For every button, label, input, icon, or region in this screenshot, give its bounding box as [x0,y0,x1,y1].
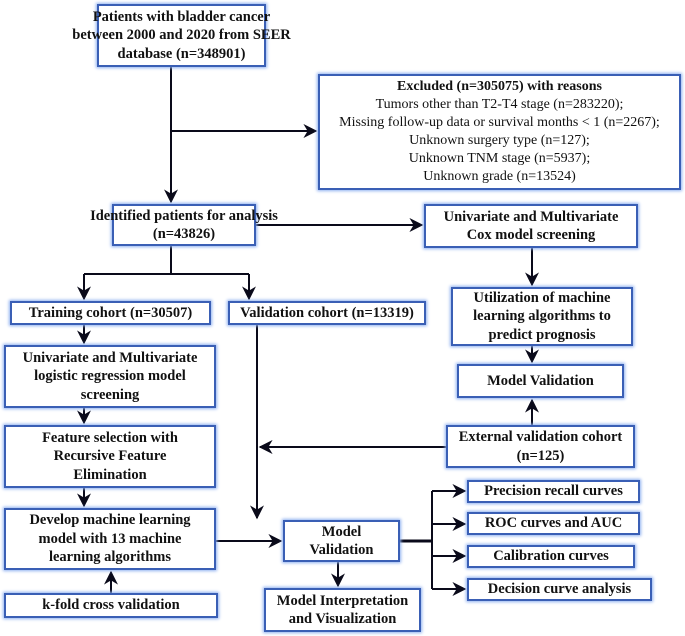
decision-curve-box: Decision curve analysis [467,578,652,601]
validation-line-1: Validation cohort (n=13319) [240,304,414,321]
utilization-line-2: learning algorithms to [473,308,611,325]
identified-line-1: Identified patients for analysis [90,207,278,224]
cox-line-2: Cox model screening [466,227,596,243]
kfold-line-1: k-fold cross validation [42,597,180,614]
feature-line-3: Elimination [73,466,147,483]
interpretation-line-2: and Visualization [288,611,397,627]
roc-auc-box: ROC curves and AUC [467,512,640,535]
calibration-box: Calibration curves [467,545,635,568]
utilization-line-1: Utilization of machine [473,289,611,306]
develop-ml-box: Develop machine learning model with 13 m… [4,508,216,570]
identified-patients-box: Identified patients for analysis (n=4382… [90,204,278,246]
validation-cohort-box: Validation cohort (n=13319) [228,301,426,325]
develop-line-2: model with 13 machine [38,530,182,547]
external-validation-box: External validation cohort (n=125) [446,425,635,468]
feature-line-2: Recursive Feature [53,448,167,465]
model-validation-center-line-1: Model [321,523,362,540]
external-line-1: External validation cohort [458,429,623,445]
external-line-2: (n=125) [516,447,565,464]
model-validation-right-line-1: Model Validation [487,372,594,389]
interpretation-line-1: Model Interpretation [276,592,409,609]
logistic-line-2: logistic regression model [34,368,186,385]
source-line-1: Patients with bladder cancer [92,8,271,25]
develop-line-3: learning algorithms [48,549,172,566]
logistic-line-3: screening [80,386,140,403]
excluded-title: Excluded (n=305075) with reasons [397,79,602,94]
kfold-cv-box: k-fold cross validation [4,593,218,618]
develop-line-1: Develop machine learning [29,512,191,529]
excluded-box: Excluded (n=305075) with reasons Tumors … [318,74,681,190]
excluded-reason: Missing follow-up data or survival month… [339,115,660,130]
source-patients-box: Patients with bladder cancer between 200… [72,4,291,67]
utilization-line-3: predict prognosis [488,326,596,343]
source-line-2: between 2000 and 2020 from SEER [72,27,291,44]
dca-line-1: Decision curve analysis [487,581,632,598]
cox-line-1: Univariate and Multivariate [443,208,619,225]
logistic-line-1: Univariate and Multivariate [22,349,198,366]
excluded-reason: Unknown surgery type (n=127); [409,133,590,148]
precision-recall-box: Precision recall curves [467,480,640,503]
excluded-reason: Tumors other than T2-T4 stage (n=283220)… [375,97,624,112]
logistic-screening-box: Univariate and Multivariate logistic reg… [4,345,216,408]
model-validation-center-line-2: Validation [309,542,374,558]
feature-line-1: Feature selection with [42,429,178,446]
calibration-line-1: Calibration curves [493,548,609,565]
feature-selection-box: Feature selection with Recursive Feature… [4,425,216,488]
model-validation-center-box: Model Validation [283,520,400,562]
excluded-reason: Unknown grade (n=13524) [423,169,576,184]
utilization-ml-box: Utilization of machine learning algorith… [451,287,633,346]
cox-screening-box: Univariate and Multivariate Cox model sc… [424,204,638,248]
training-line-1: Training cohort (n=30507) [28,304,193,321]
pr-line-1: Precision recall curves [484,483,623,500]
identified-line-2: (n=43826) [152,226,216,242]
excluded-reason: Unknown TNM stage (n=5937); [408,151,591,166]
training-cohort-box: Training cohort (n=30507) [10,301,211,325]
interpretation-box: Model Interpretation and Visualization [264,588,421,632]
model-validation-right-box: Model Validation [457,364,624,398]
roc-line-1: ROC curves and AUC [484,515,623,532]
source-line-3: database (n=348901) [117,45,246,62]
